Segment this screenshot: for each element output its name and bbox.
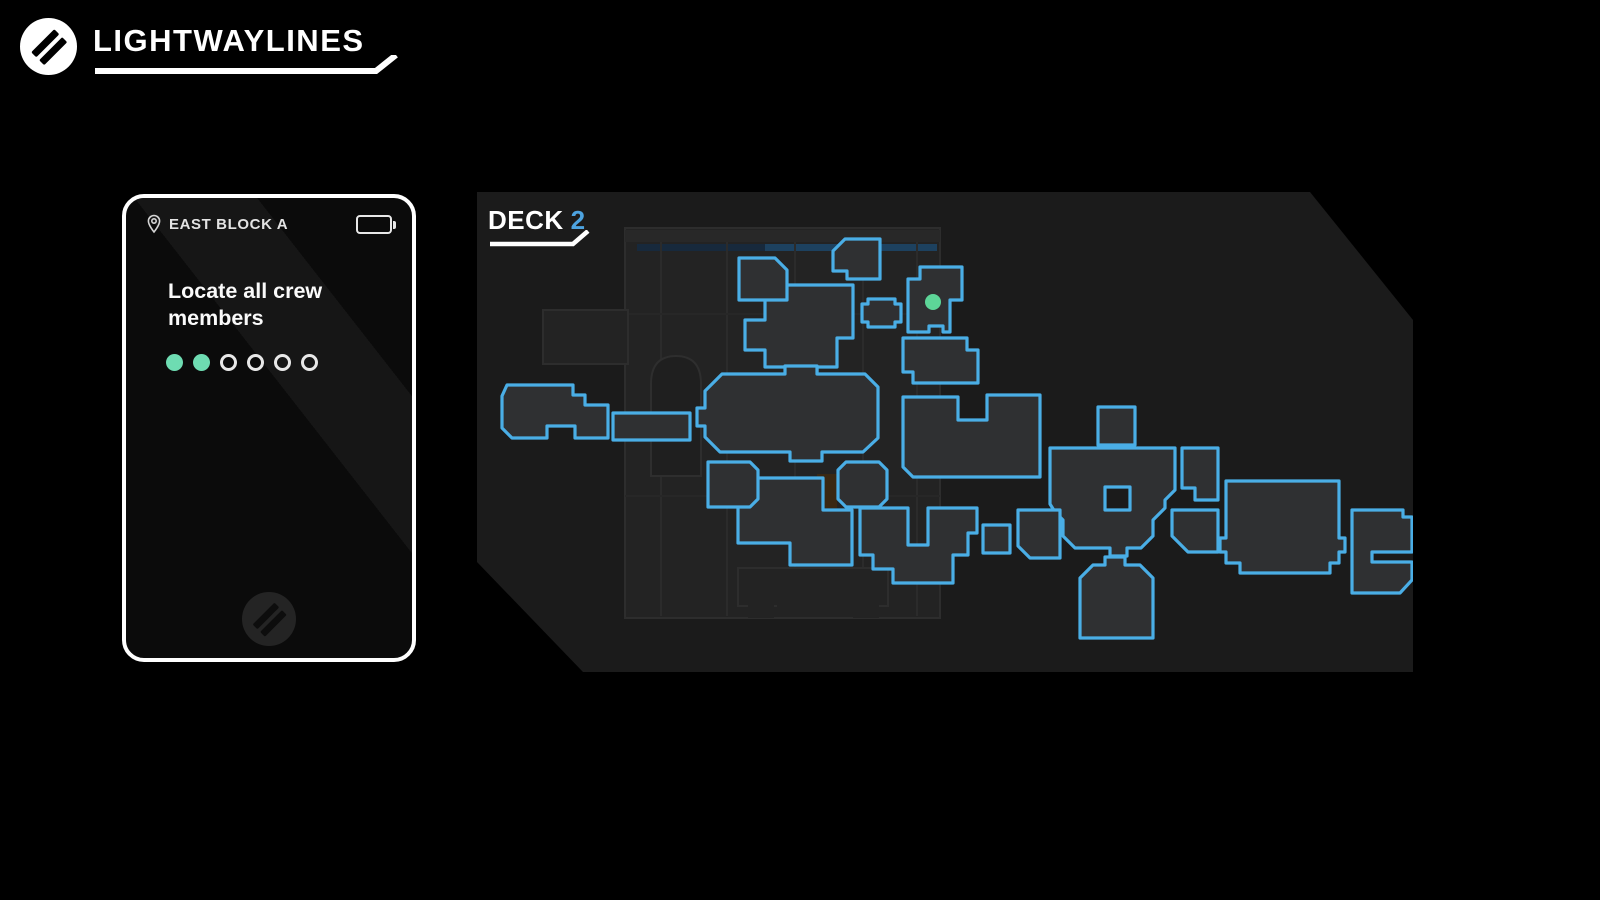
room-top-room-a (737, 256, 789, 302)
room-mid-h-room (901, 393, 1042, 479)
hull-stripe-dim (637, 244, 767, 251)
room-u-shaped-room (858, 506, 979, 585)
deck-number: 2 (570, 205, 586, 235)
progress-dots (166, 354, 392, 371)
room-c-shaped-room (1350, 508, 1413, 595)
brand-name: LIGHTWAYLINES (93, 22, 365, 58)
watermark-logo-icon (242, 592, 296, 646)
progress-dot-empty (247, 354, 264, 371)
hull-bottom-center (777, 600, 853, 616)
battery-icon (356, 214, 396, 234)
tracker-card: EAST BLOCK A Locate all crew members (122, 194, 416, 662)
room-tiny-room (981, 523, 1012, 555)
deck-underline (490, 230, 590, 247)
room-lower-stepped-room (736, 476, 854, 567)
tracker-card-header: EAST BLOCK A (146, 214, 396, 234)
room-west-room (500, 383, 610, 440)
hull-foot-right (853, 604, 879, 618)
room-connector-room (860, 297, 903, 329)
room-room-a (706, 460, 760, 509)
progress-dot-empty (301, 354, 318, 371)
progress-dot-empty (220, 354, 237, 371)
room-tall-room (1180, 446, 1220, 502)
room-room-c (1016, 508, 1062, 560)
progress-dot-filled (166, 354, 183, 371)
lightwaylines-logo-icon (20, 18, 77, 75)
room-engine-ring (1048, 446, 1177, 558)
objective-text: Locate all crew members (168, 279, 323, 330)
progress-dot-empty (274, 354, 291, 371)
room-room-b (836, 460, 889, 509)
location-label: EAST BLOCK A (169, 215, 289, 233)
room-top-room-b (831, 237, 882, 281)
hull-bottom (737, 567, 889, 607)
brand-underline (95, 54, 398, 74)
map-rooms (500, 237, 1413, 640)
crew-marker-dot (925, 294, 941, 310)
room-square-room (1096, 405, 1137, 447)
brand: LIGHTWAYLINES (20, 18, 398, 75)
location-pin-icon (147, 214, 161, 234)
hull-top-band (625, 230, 940, 242)
hull-foot-left (748, 604, 774, 618)
room-mid-stepped-room (901, 336, 980, 385)
battery-nub (392, 220, 396, 229)
map-marker-layer (925, 294, 941, 310)
deck-map[interactable] (465, 186, 1413, 672)
room-house-room (1078, 555, 1155, 640)
progress-dot-filled (193, 354, 210, 371)
hull-arm-left (542, 309, 629, 365)
room-west-corridor (611, 411, 692, 442)
room-east-hall (1218, 479, 1347, 575)
room-central-hall (695, 364, 880, 463)
room-room-d (1170, 508, 1220, 554)
deck-title: DECK (488, 205, 564, 235)
